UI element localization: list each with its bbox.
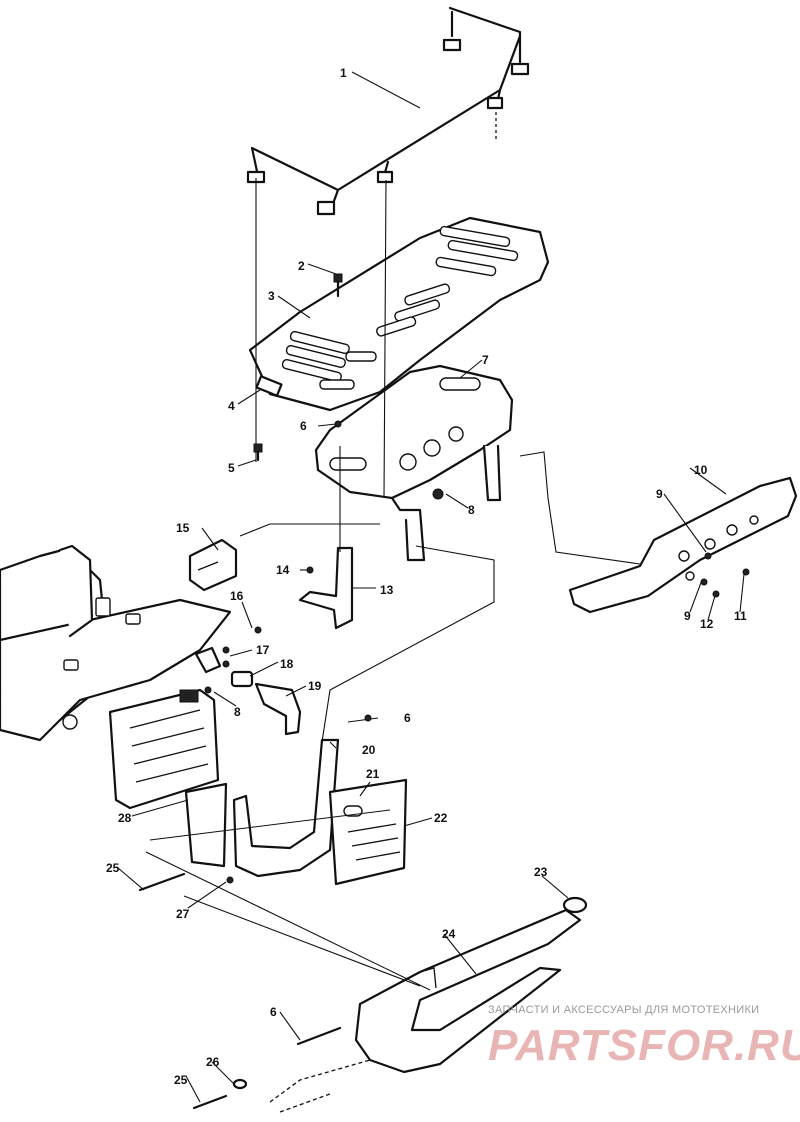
callout-27: 27 (176, 907, 190, 921)
small-hardware-group (194, 646, 302, 736)
mounting-bracket-part (298, 546, 354, 630)
callout-6b: 6 (404, 711, 411, 725)
callout-9a: 9 (656, 487, 663, 501)
callout-6c: 6 (270, 1005, 277, 1019)
tail-light-part (188, 538, 238, 592)
callout-18: 18 (280, 657, 294, 671)
callout-8a: 8 (468, 503, 475, 517)
callout-20: 20 (362, 743, 376, 757)
callout-11: 11 (734, 609, 747, 623)
callout-14: 14 (276, 563, 290, 577)
watermark-logo: PARTSFOR.RU (488, 1021, 800, 1070)
callout-4: 4 (228, 399, 235, 413)
callout-15: 15 (176, 521, 190, 535)
callout-25b: 25 (174, 1073, 188, 1087)
callout-13: 13 (380, 583, 394, 597)
callout-6a: 6 (300, 419, 307, 433)
vehicle-frame-part (0, 544, 232, 742)
mud-flap-part (328, 778, 408, 886)
callout-12: 12 (700, 617, 714, 631)
callout-19: 19 (308, 679, 322, 693)
bumper-support-part (232, 738, 340, 878)
leader-lines (117, 71, 745, 1103)
callout-17: 17 (256, 643, 270, 657)
callout-7: 7 (482, 353, 489, 367)
callout-1: 1 (340, 66, 347, 80)
rack-rail-part (246, 6, 530, 216)
callout-23: 23 (534, 865, 548, 879)
callout-5: 5 (228, 461, 235, 475)
callout-10: 10 (694, 463, 708, 477)
callout-3: 3 (268, 289, 275, 303)
callout-8b: 8 (234, 705, 241, 719)
front-brush-guard-part (269, 896, 588, 1113)
callout-16: 16 (230, 589, 244, 603)
front-flap-part (184, 782, 228, 868)
front-bumper-part (568, 476, 798, 614)
front-rack-plate-part (314, 364, 514, 562)
radiator-part (108, 688, 220, 810)
callout-labels: 1 2 3 4 5 6 7 8 10 9 9 12 11 15 14 13 16… (106, 66, 747, 1087)
fasteners (138, 273, 750, 1110)
callout-25a: 25 (106, 861, 120, 875)
callout-22: 22 (434, 811, 448, 825)
callout-21: 21 (366, 767, 380, 781)
rear-rack-plate-part (248, 216, 550, 412)
callout-9b: 9 (684, 609, 691, 623)
callout-28: 28 (118, 811, 132, 825)
watermark-tagline: ЗАПЧАСТИ И АКСЕССУАРЫ ДЛЯ МОТОТЕХНИКИ (488, 1004, 760, 1016)
callout-2: 2 (298, 259, 305, 273)
callout-24: 24 (442, 927, 456, 941)
callout-26: 26 (206, 1055, 220, 1069)
